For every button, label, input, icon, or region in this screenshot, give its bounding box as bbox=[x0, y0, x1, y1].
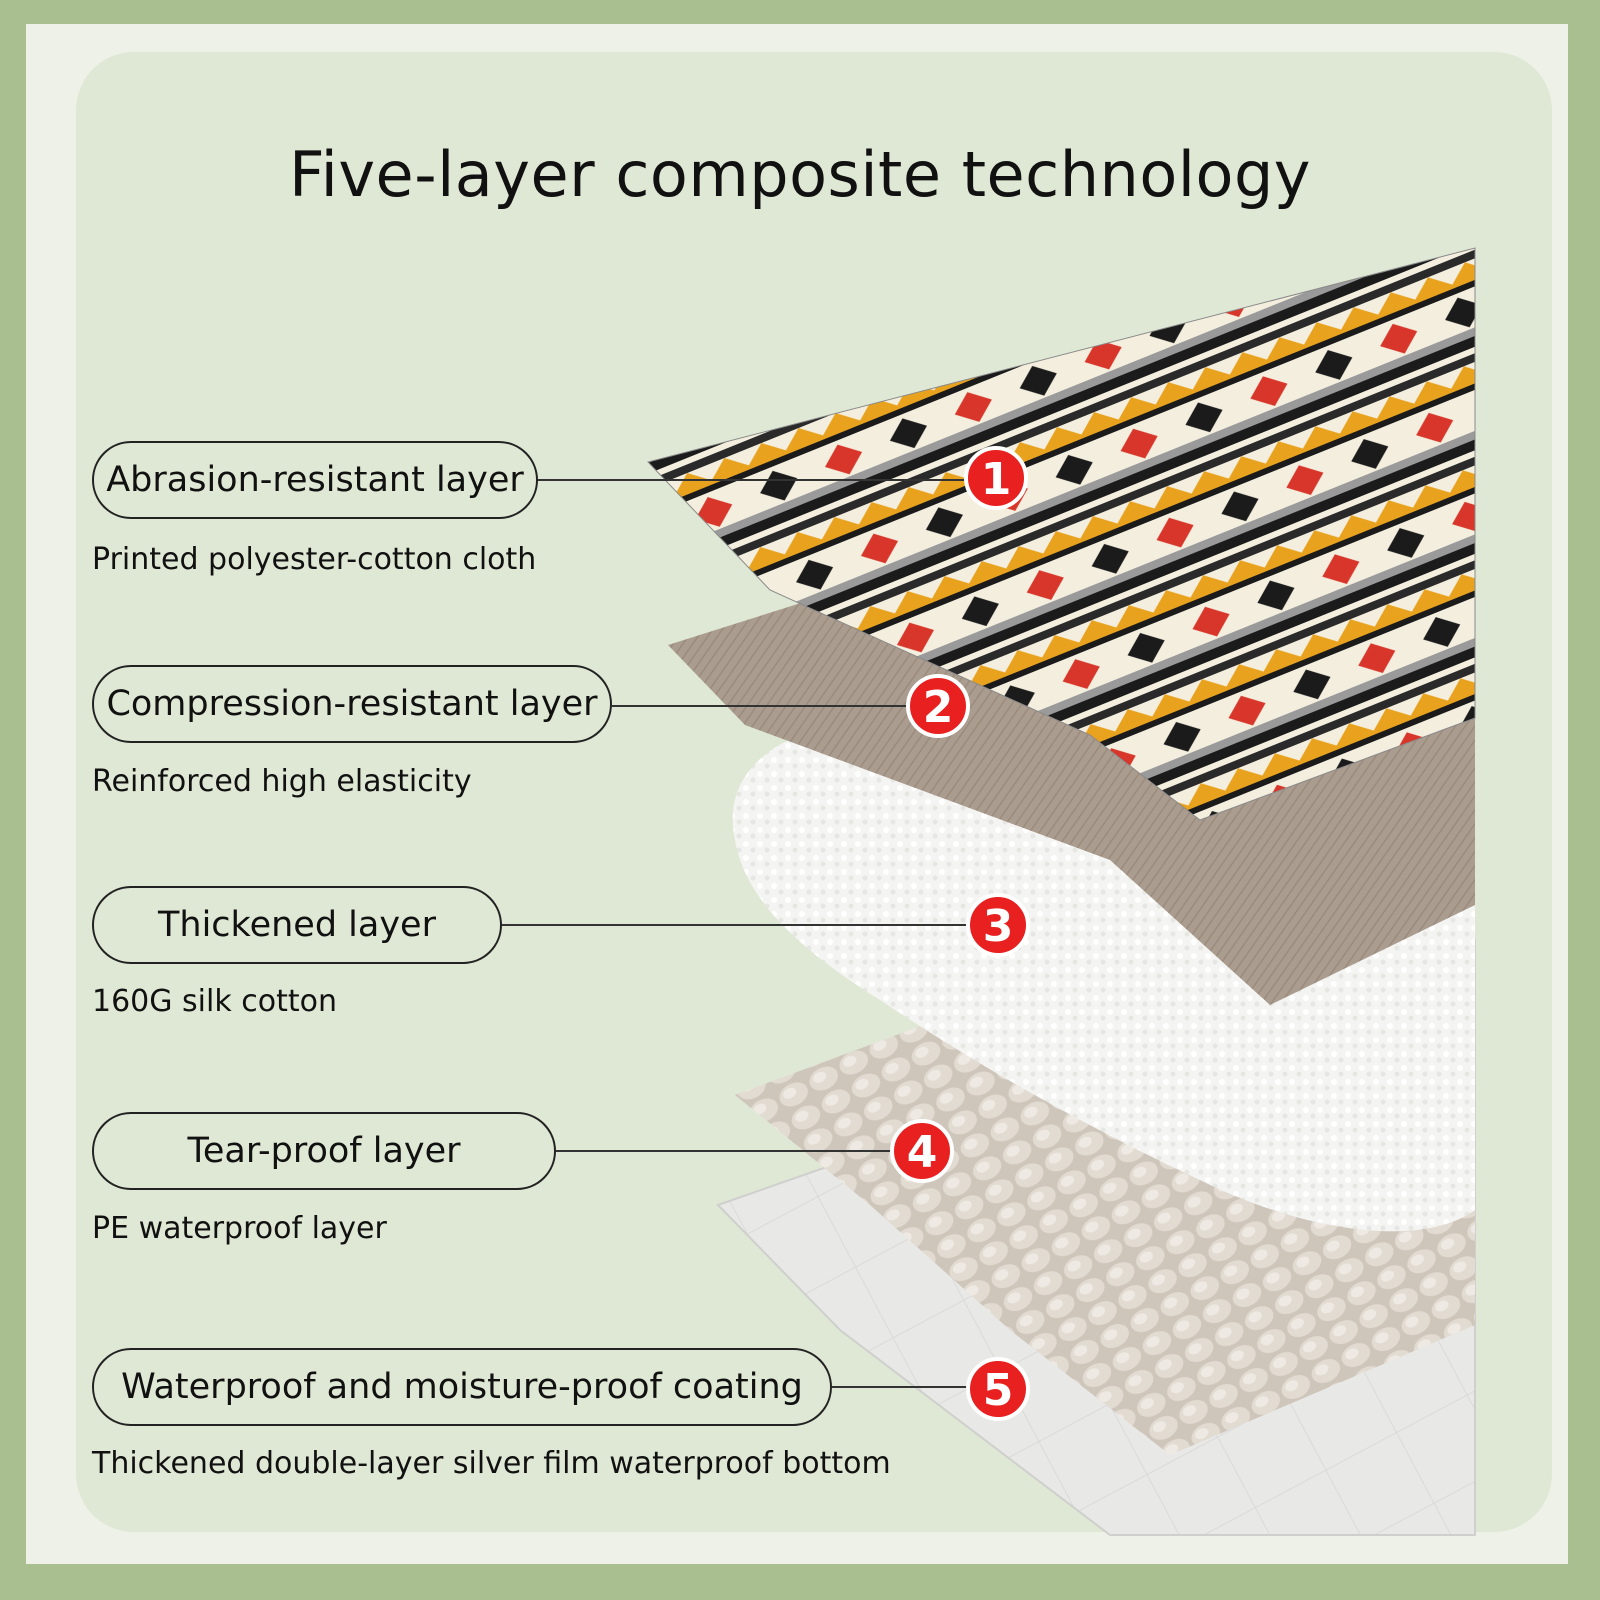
layer-label-5: Waterproof and moisture-proof coating bbox=[92, 1348, 832, 1426]
layer-desc-5: Thickened double-layer silver film water… bbox=[92, 1446, 891, 1481]
svg-text:1: 1 bbox=[981, 454, 1012, 505]
badge-5: 5 bbox=[966, 1357, 1030, 1421]
svg-text:5: 5 bbox=[983, 1365, 1014, 1416]
page-title: Five-layer composite technology bbox=[288, 138, 1311, 211]
layer-label-1: Abrasion-resistant layer bbox=[92, 441, 538, 519]
layer-desc-2: Reinforced high elasticity bbox=[92, 764, 472, 799]
badge-3: 3 bbox=[966, 893, 1030, 957]
svg-text:3: 3 bbox=[983, 901, 1014, 952]
svg-text:2: 2 bbox=[923, 682, 954, 733]
layer-label-4: Tear-proof layer bbox=[92, 1112, 556, 1190]
svg-text:4: 4 bbox=[907, 1127, 938, 1178]
layer-label-3: Thickened layer bbox=[92, 886, 502, 964]
layer-desc-1: Printed polyester-cotton cloth bbox=[92, 542, 537, 577]
layer-desc-3: 160G silk cotton bbox=[92, 984, 337, 1019]
layer-1-printed-cloth bbox=[647, 247, 1476, 821]
layer-label-2: Compression-resistant layer bbox=[92, 665, 612, 743]
badge-1: 1 bbox=[964, 446, 1028, 510]
badge-2: 2 bbox=[906, 674, 970, 738]
badge-4: 4 bbox=[890, 1119, 954, 1183]
layer-desc-4: PE waterproof layer bbox=[92, 1211, 387, 1246]
